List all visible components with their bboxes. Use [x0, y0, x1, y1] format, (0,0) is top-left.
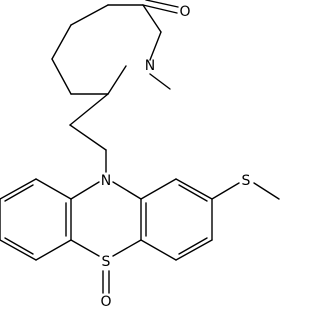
atom-label-thioether-sulfur: S: [242, 173, 251, 189]
bond-rb-inner-3: [178, 184, 208, 202]
bond-left-s: [70, 239, 100, 257]
piperidinone-ring: [51, 4, 162, 95]
bond-n-left: [70, 181, 100, 200]
bond-c4-c1: [51, 24, 72, 60]
atom-label-lactam-nitrogen: N: [145, 58, 155, 74]
bond-c3-n: [149, 31, 162, 61]
bond-ring-s: [211, 182, 240, 200]
bond-rb-inner-2: [178, 237, 208, 255]
left-benzene-ring: [0, 178, 72, 261]
carbonyl-group: [142, 0, 179, 14]
atom-label-carbonyl-oxygen: O: [179, 4, 190, 20]
bond-lb-6: [35, 178, 72, 200]
ethyl-linker: [69, 93, 109, 173]
bond-rb-6: [140, 178, 177, 200]
atom-label-phenothiazine-nitrogen: N: [101, 173, 111, 189]
bond-lb-5: [0, 178, 37, 200]
bond-carbonyl-b: [145, 0, 179, 8]
bond-c2-c3: [142, 4, 162, 33]
bond-rb-2: [140, 239, 177, 261]
atom-label-sulfoxide-oxygen: O: [100, 294, 111, 310]
chemical-structure-diagram: O N N S S O: [0, 0, 280, 310]
sulfoxide-group: [102, 270, 110, 294]
bond-n-methyl: [149, 73, 171, 90]
bond-lb-inner-3: [4, 184, 34, 202]
bond-rb-3: [175, 239, 213, 261]
bond-lb-3: [0, 239, 37, 261]
right-benzene-ring: [140, 178, 213, 261]
phenothiazine-central-ring: [70, 181, 142, 257]
bond-right-s: [112, 239, 142, 257]
bond-s-methyl: [253, 182, 280, 200]
bond-n-c6: [107, 65, 127, 95]
bond-n-right: [112, 181, 142, 200]
bond-c5-c4: [51, 58, 72, 95]
bond-lb-inner-2: [4, 237, 34, 255]
bond-lb-2: [35, 239, 72, 261]
bond-carbonyl-a: [142, 4, 178, 14]
bond-rb-5: [175, 178, 213, 200]
bond-ring-ch2: [69, 93, 109, 126]
bond-ch2-ch2: [69, 124, 107, 151]
methylthio-group: [211, 182, 280, 200]
atom-label-ring-sulfur: S: [102, 254, 111, 270]
bond-c1-c0: [70, 4, 109, 26]
